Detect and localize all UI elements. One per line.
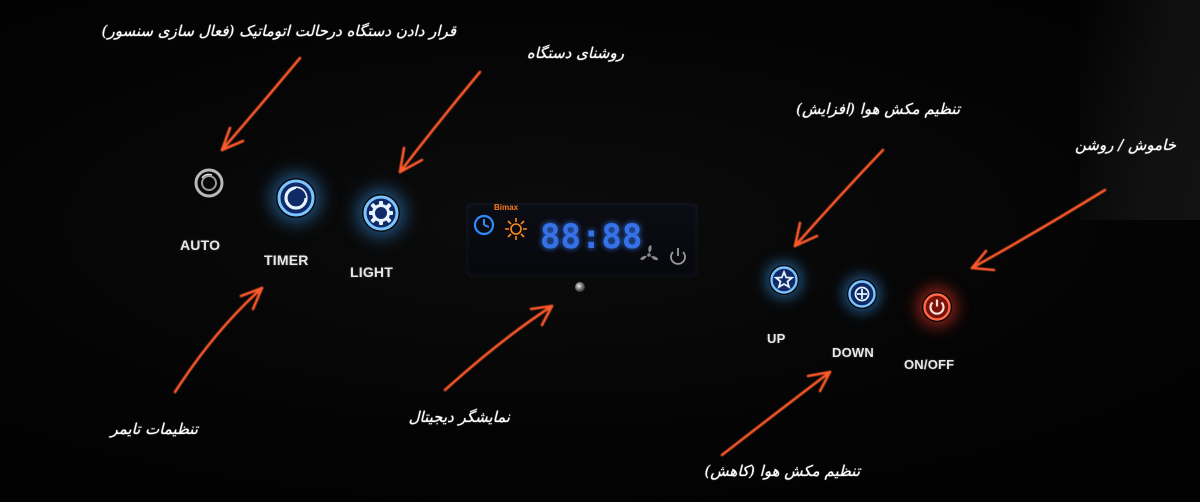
clock-icon	[473, 214, 495, 236]
up-button[interactable]	[769, 265, 799, 295]
power-icon	[670, 248, 686, 265]
annotation-light: روشنای دستگاه	[526, 44, 624, 62]
annotation-auto: قرار دادن دستگاه درحالت اتوماتیک (فعال س…	[101, 22, 456, 40]
annotation-onoff: خاموش / روشن	[1074, 136, 1176, 154]
down-label: DOWN	[832, 345, 874, 360]
light-label: LIGHT	[350, 264, 393, 280]
plus-icon	[848, 280, 876, 308]
gear-icon	[363, 195, 399, 231]
clock-icon	[277, 179, 315, 217]
brand-logo: Bimax	[494, 203, 519, 212]
sun-icon	[505, 218, 527, 240]
power-icon	[923, 293, 951, 321]
fan-icon	[640, 245, 658, 261]
up-label: UP	[767, 331, 786, 346]
annotation-display: نمایشگر دیجیتال	[408, 408, 510, 426]
light-button[interactable]	[362, 194, 400, 232]
down-button[interactable]	[847, 279, 877, 309]
timer-label: TIMER	[264, 252, 309, 268]
onoff-label: ON/OFF	[904, 357, 955, 372]
annotation-timer: تنظیمات تایمر	[110, 420, 198, 438]
onoff-button[interactable]	[922, 292, 952, 322]
timer-button[interactable]	[276, 178, 316, 218]
ir-sensor	[575, 282, 585, 292]
auto-sensor-icon	[194, 168, 224, 198]
star-icon	[770, 266, 798, 294]
digit-readout: 88:88	[540, 217, 642, 257]
digital-display	[466, 203, 698, 277]
auto-label: AUTO	[180, 237, 221, 253]
auto-button[interactable]	[192, 166, 226, 200]
annotation-down: تنظیم مکش هوا (کاهش)	[704, 462, 860, 480]
display-contents: 88:88	[473, 214, 686, 265]
annotation-up: تنظیم مکش هوا (افزایش)	[796, 100, 960, 118]
panel-edge-reflection	[1080, 0, 1200, 220]
